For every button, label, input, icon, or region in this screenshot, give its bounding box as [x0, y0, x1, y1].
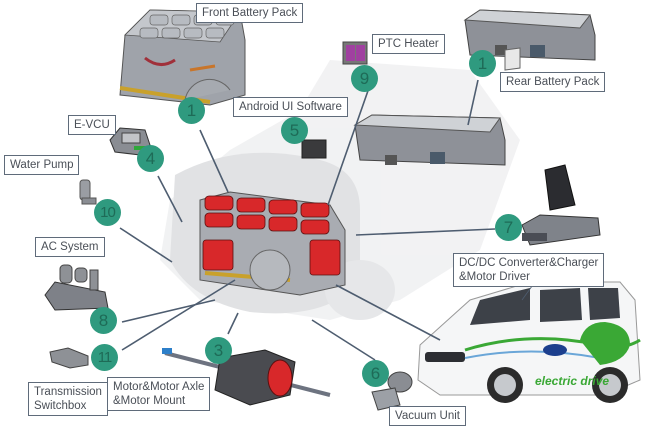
leader-ptc-heater	[327, 84, 371, 206]
electric-plug-icon	[580, 322, 630, 365]
label-dcdc-line1: DC/DC Converter&Charger	[459, 257, 599, 269]
ford-oval-icon	[543, 344, 567, 356]
badge-evcu: 4	[137, 145, 164, 172]
ptc-heater-image	[342, 41, 368, 65]
badge-vacuum: 6	[362, 360, 389, 387]
livery-text: electric drive	[535, 374, 609, 388]
leader-motor	[227, 312, 239, 335]
leader-rear-battery	[467, 79, 479, 126]
label-dcdc-converter: DC/DC Converter&Charger &Motor Driver	[453, 253, 605, 287]
rear-battery-pack-image	[463, 9, 596, 71]
label-transmission-line1: Transmission	[34, 386, 102, 398]
leader-ac-system	[121, 299, 216, 323]
label-water-pump: Water Pump	[4, 155, 80, 175]
label-android-ui-software: Android UI Software	[233, 97, 348, 117]
leader-front-battery	[199, 129, 229, 193]
android-tablet-image	[301, 139, 327, 159]
badge-water-pump: 10	[94, 199, 121, 226]
motor-assembly-image	[162, 348, 331, 406]
leader-dcdc	[355, 228, 496, 236]
badge-android-ui: 5	[281, 117, 308, 144]
leader-lines	[119, 79, 536, 361]
badge-rear-battery: 1	[469, 50, 496, 77]
label-front-battery-pack: Front Battery Pack	[196, 3, 304, 23]
water-pump-image	[79, 179, 97, 205]
label-transmission-switchbox: Transmission Switchbox	[28, 382, 108, 416]
label-ac-system: AC System	[35, 237, 105, 257]
leader-water-pump	[119, 227, 173, 263]
installed-rear-battery-image	[353, 114, 506, 166]
leader-transmission	[121, 279, 236, 351]
label-motor-line1: Motor&Motor Axle	[113, 381, 205, 393]
leader-van-dcdc	[335, 284, 441, 341]
label-evcu: E-VCU	[68, 115, 116, 135]
label-rear-battery-pack: Rear Battery Pack	[500, 72, 606, 92]
label-dcdc-line2: &Motor Driver	[459, 271, 530, 283]
badge-ac-system: 8	[90, 307, 117, 334]
badge-ptc-heater: 9	[351, 65, 378, 92]
installed-battery-image	[199, 191, 346, 296]
electric-van-image: electric drive	[417, 281, 641, 403]
label-ptc-heater: PTC Heater	[372, 34, 445, 54]
dcdc-converter-image	[521, 164, 601, 246]
ac-system-image	[44, 264, 109, 311]
transmission-switchbox-image	[49, 347, 89, 369]
vacuum-unit-image	[371, 371, 413, 411]
badge-transmission: 11	[91, 344, 118, 371]
label-motor-assembly: Motor&Motor Axle &Motor Mount	[107, 377, 211, 411]
label-motor-line2: &Motor Mount	[113, 395, 186, 407]
label-vacuum-unit: Vacuum Unit	[389, 406, 466, 426]
badge-dcdc: 7	[495, 214, 522, 241]
badge-front-battery: 1	[178, 97, 205, 124]
badge-motor: 3	[205, 337, 232, 364]
front-battery-pack-image	[119, 9, 246, 106]
leader-evcu	[157, 175, 183, 223]
label-transmission-line2: Switchbox	[34, 400, 87, 412]
leader-vacuum	[311, 319, 376, 361]
